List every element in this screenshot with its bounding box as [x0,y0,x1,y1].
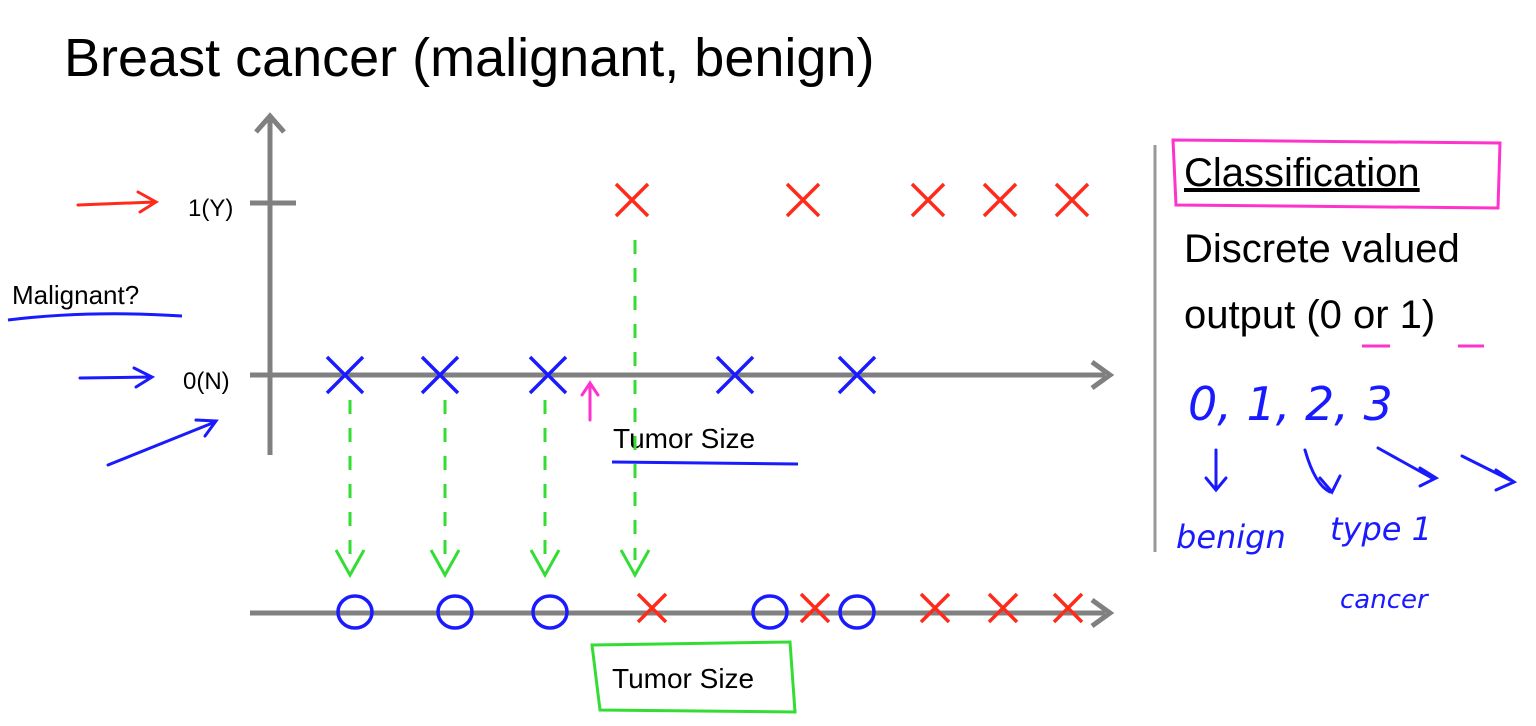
malignant-point [785,182,821,218]
x-axis-label: Tumor Size [613,423,755,454]
malignant-cross [636,592,668,624]
benign-circle [336,594,374,630]
blue-arrow-icon [78,366,156,389]
bottom-axis [250,597,1115,629]
heading-classification: Classification [1184,151,1420,195]
note-type1: type 1 [1330,510,1432,548]
benign-point [420,355,460,395]
y-tick-label-1: 1(Y) [188,195,233,222]
description-line-1: Discrete valued [1184,227,1460,271]
projection-arrowhead-icon [619,549,651,579]
blue-diagonal-arrow-icon [106,418,219,467]
benign-circle [531,594,569,630]
benign-point [837,355,877,395]
benign-point [528,355,568,395]
x-axis-arrowhead [1090,359,1115,391]
malignant-cross [799,592,831,624]
malignant-point [614,182,650,218]
malignant-point [910,182,946,218]
malignant-cross [1052,592,1084,624]
malignant-underline [7,312,183,322]
green-box [590,640,797,714]
tumor-size-underline [611,460,799,466]
top-chart-axes [250,112,1115,455]
pink-highlight-box [1171,138,1502,210]
projection-arrowhead-icon [429,549,461,579]
y-axis-label: Malignant? [12,280,139,310]
description-line-2: output (0 or 1) [1184,293,1435,337]
note-benign: benign [1176,518,1286,556]
y-axis-arrowhead [254,112,286,134]
benign-circle [751,594,789,630]
benign-point [715,355,755,395]
red-arrow-icon [76,190,159,214]
benign-point [325,355,365,395]
benign-circle [436,594,474,630]
projection-arrows [334,240,651,579]
handwritten-arrows [1204,446,1518,495]
slide-title: Breast cancer (malignant, benign) [64,28,874,88]
malignant-point [982,182,1018,218]
projection-arrowhead-icon [334,549,366,579]
y-tick-label-0: 0(N) [183,368,230,395]
handwritten-values: 0, 1, 2, 3 [1188,377,1393,431]
benign-circle [838,594,876,630]
malignant-cross [987,592,1019,624]
top-data-points [325,182,1090,395]
bottom-axis-label: Tumor Size [612,663,754,694]
projection-arrowhead-icon [529,549,561,579]
malignant-point [1054,182,1090,218]
bottom-data-points [336,592,1084,630]
note-cancer: cancer [1340,585,1430,615]
malignant-cross [919,592,951,624]
threshold-arrow-icon [580,380,600,422]
